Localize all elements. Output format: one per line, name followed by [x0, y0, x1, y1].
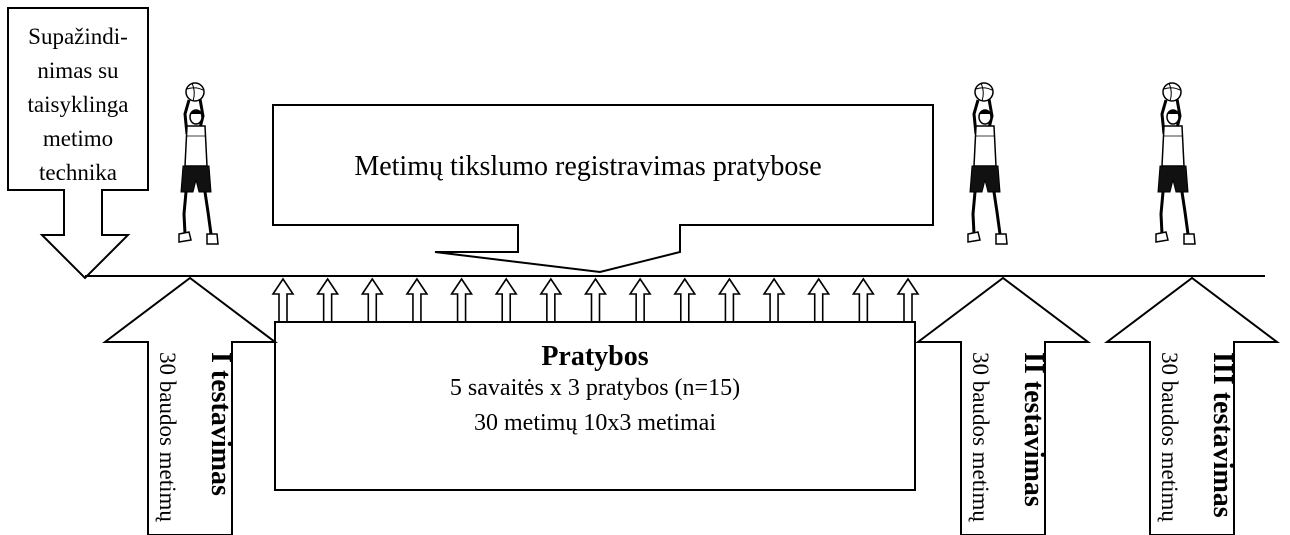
- session-arrow-icon: [851, 277, 875, 323]
- registration-callout-shape: [272, 104, 934, 274]
- test-arrow-2: II testavimas 30 baudos metimų: [915, 276, 1091, 535]
- intro-line-3: taisyklinga: [28, 92, 129, 117]
- intro-callout: Supažindi- nimas su taisyklinga metimo t…: [7, 7, 149, 280]
- session-arrow-icon: [673, 277, 697, 323]
- intro-line-5: technika: [39, 160, 117, 185]
- test-2-title: II testavimas: [1018, 352, 1049, 507]
- session-arrow-icon: [494, 277, 518, 323]
- session-arrow-icon: [584, 277, 607, 323]
- test-3-title: III testavimas: [1207, 352, 1238, 518]
- test-arrow-3-shape: [1104, 276, 1280, 535]
- session-arrow-icon: [539, 277, 563, 323]
- practice-box-line-1: 5 savaitės x 3 pratybos (n=15): [450, 375, 740, 401]
- session-arrow-icon: [271, 277, 295, 323]
- practice-box-line-2: 30 metimų 10x3 metimai: [474, 410, 716, 436]
- test-2-subtitle: 30 baudos metimų: [968, 352, 993, 522]
- test-1-title: I testavimas: [205, 352, 236, 496]
- test-arrow-2-shape: [915, 276, 1091, 535]
- test-arrow-3: III testavimas 30 baudos metimų: [1104, 276, 1280, 535]
- practice-box: Pratybos 5 savaitės x 3 pratybos (n=15) …: [274, 321, 916, 491]
- test-3-subtitle: 30 baudos metimų: [1157, 352, 1182, 522]
- intro-line-1: Supažindi-: [28, 24, 128, 49]
- practice-box-rect: [274, 321, 916, 491]
- session-arrow-icon: [896, 277, 920, 323]
- player-icon-3: [1154, 81, 1197, 246]
- player-icon-2: [966, 81, 1009, 246]
- test-arrow-1-shape: [102, 276, 278, 535]
- session-arrow-icon: [717, 277, 741, 323]
- session-arrow-icon: [762, 277, 786, 323]
- session-arrow-icon: [807, 277, 831, 323]
- intro-line-2: nimas su: [37, 58, 119, 83]
- session-arrow-icon: [316, 277, 340, 323]
- session-arrow-icon: [450, 277, 474, 323]
- test-arrow-1: I testavimas 30 baudos metimų: [102, 276, 278, 535]
- intro-line-4: metimo: [43, 126, 113, 151]
- session-arrow-icon: [360, 277, 384, 323]
- registration-callout-text: Metimų tikslumo registravimas pratybose: [354, 151, 821, 182]
- session-arrow-icon: [628, 277, 652, 323]
- intro-callout-shape: [7, 7, 149, 280]
- session-arrows: [271, 277, 920, 323]
- registration-callout: Metimų tikslumo registravimas pratybose: [272, 104, 934, 274]
- session-arrow-icon: [405, 277, 429, 323]
- player-icon-1: [177, 81, 220, 246]
- test-1-subtitle: 30 baudos metimų: [155, 352, 180, 522]
- practice-box-title: Pratybos: [541, 341, 648, 372]
